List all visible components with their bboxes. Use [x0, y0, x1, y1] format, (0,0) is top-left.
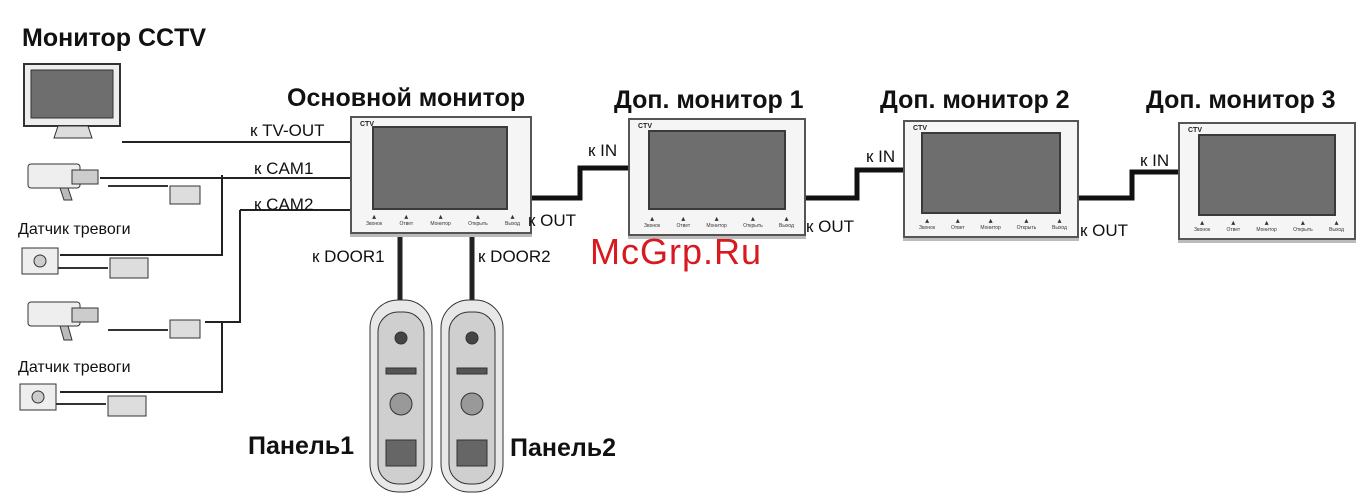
extra-monitor-2-title: Доп. монитор 2	[880, 86, 1070, 114]
door1-label: к DOOR1	[312, 247, 385, 266]
alarm-sensor-2-icon	[19, 383, 147, 417]
m1-out-label: к OUT	[806, 217, 855, 236]
m3-in-label: к IN	[1140, 151, 1170, 170]
cam2-label: к CAM2	[254, 195, 314, 214]
cam1-label: к CAM1	[254, 159, 314, 178]
wire-alarm2	[60, 322, 223, 393]
extra-monitor-3-screen	[1198, 134, 1336, 216]
wire-m2-to-m3	[1078, 169, 1180, 201]
door-panel-2-icon	[440, 299, 504, 493]
extra-monitor-2-screen	[921, 132, 1061, 214]
main-monitor: CTV ЗвонокОтвет МониторОткрыть Выход	[350, 116, 532, 234]
extra-monitor-3-title: Доп. монитор 3	[1146, 86, 1336, 114]
cctv-monitor-title: Монитор CCTV	[22, 24, 207, 52]
main-out-label: к OUT	[528, 211, 577, 230]
main-monitor-title: Основной монитор	[287, 84, 526, 112]
watermark: McGrp.Ru	[590, 231, 763, 272]
door2-label: к DOOR2	[478, 247, 551, 266]
panel-1-title: Панель1	[248, 432, 355, 460]
camera-1-icon	[27, 163, 201, 205]
wire-main-to-m1	[532, 165, 630, 201]
panel-2-title: Панель2	[510, 434, 617, 462]
main-monitor-buttons: ЗвонокОтвет МониторОткрыть Выход	[366, 212, 520, 228]
door-panel-1-icon	[369, 299, 433, 493]
m2-in-label: к IN	[866, 147, 896, 166]
tv-out-label: к TV-OUT	[250, 121, 325, 140]
wire-cam2	[205, 209, 352, 323]
m1-in-label: к IN	[588, 141, 618, 160]
wire-m1-to-m2	[804, 167, 905, 201]
cctv-monitor-icon	[23, 63, 121, 139]
alarm-sensor-1-icon	[21, 247, 149, 279]
wire-alarm1	[60, 175, 223, 256]
extra-monitor-3: CTV ЗвонокОтвет МониторОткрыть Выход	[1178, 122, 1356, 240]
alarm-sensor-1-label: Датчик тревоги	[18, 221, 131, 238]
extra-monitor-1-screen	[648, 130, 786, 210]
monitor-brand: CTV	[360, 121, 374, 128]
alarm-sensor-2-label: Датчик тревоги	[18, 359, 131, 376]
extra-monitor-1: CTV ЗвонокОтвет МониторОткрыть Выход	[628, 118, 806, 236]
extra-monitor-2: CTV ЗвонокОтвет МониторОткрыть Выход	[903, 120, 1079, 238]
main-monitor-screen	[372, 126, 508, 210]
extra-monitor-1-title: Доп. монитор 1	[614, 86, 804, 114]
m2-out-label: к OUT	[1080, 221, 1129, 240]
camera-2-icon	[27, 301, 201, 341]
